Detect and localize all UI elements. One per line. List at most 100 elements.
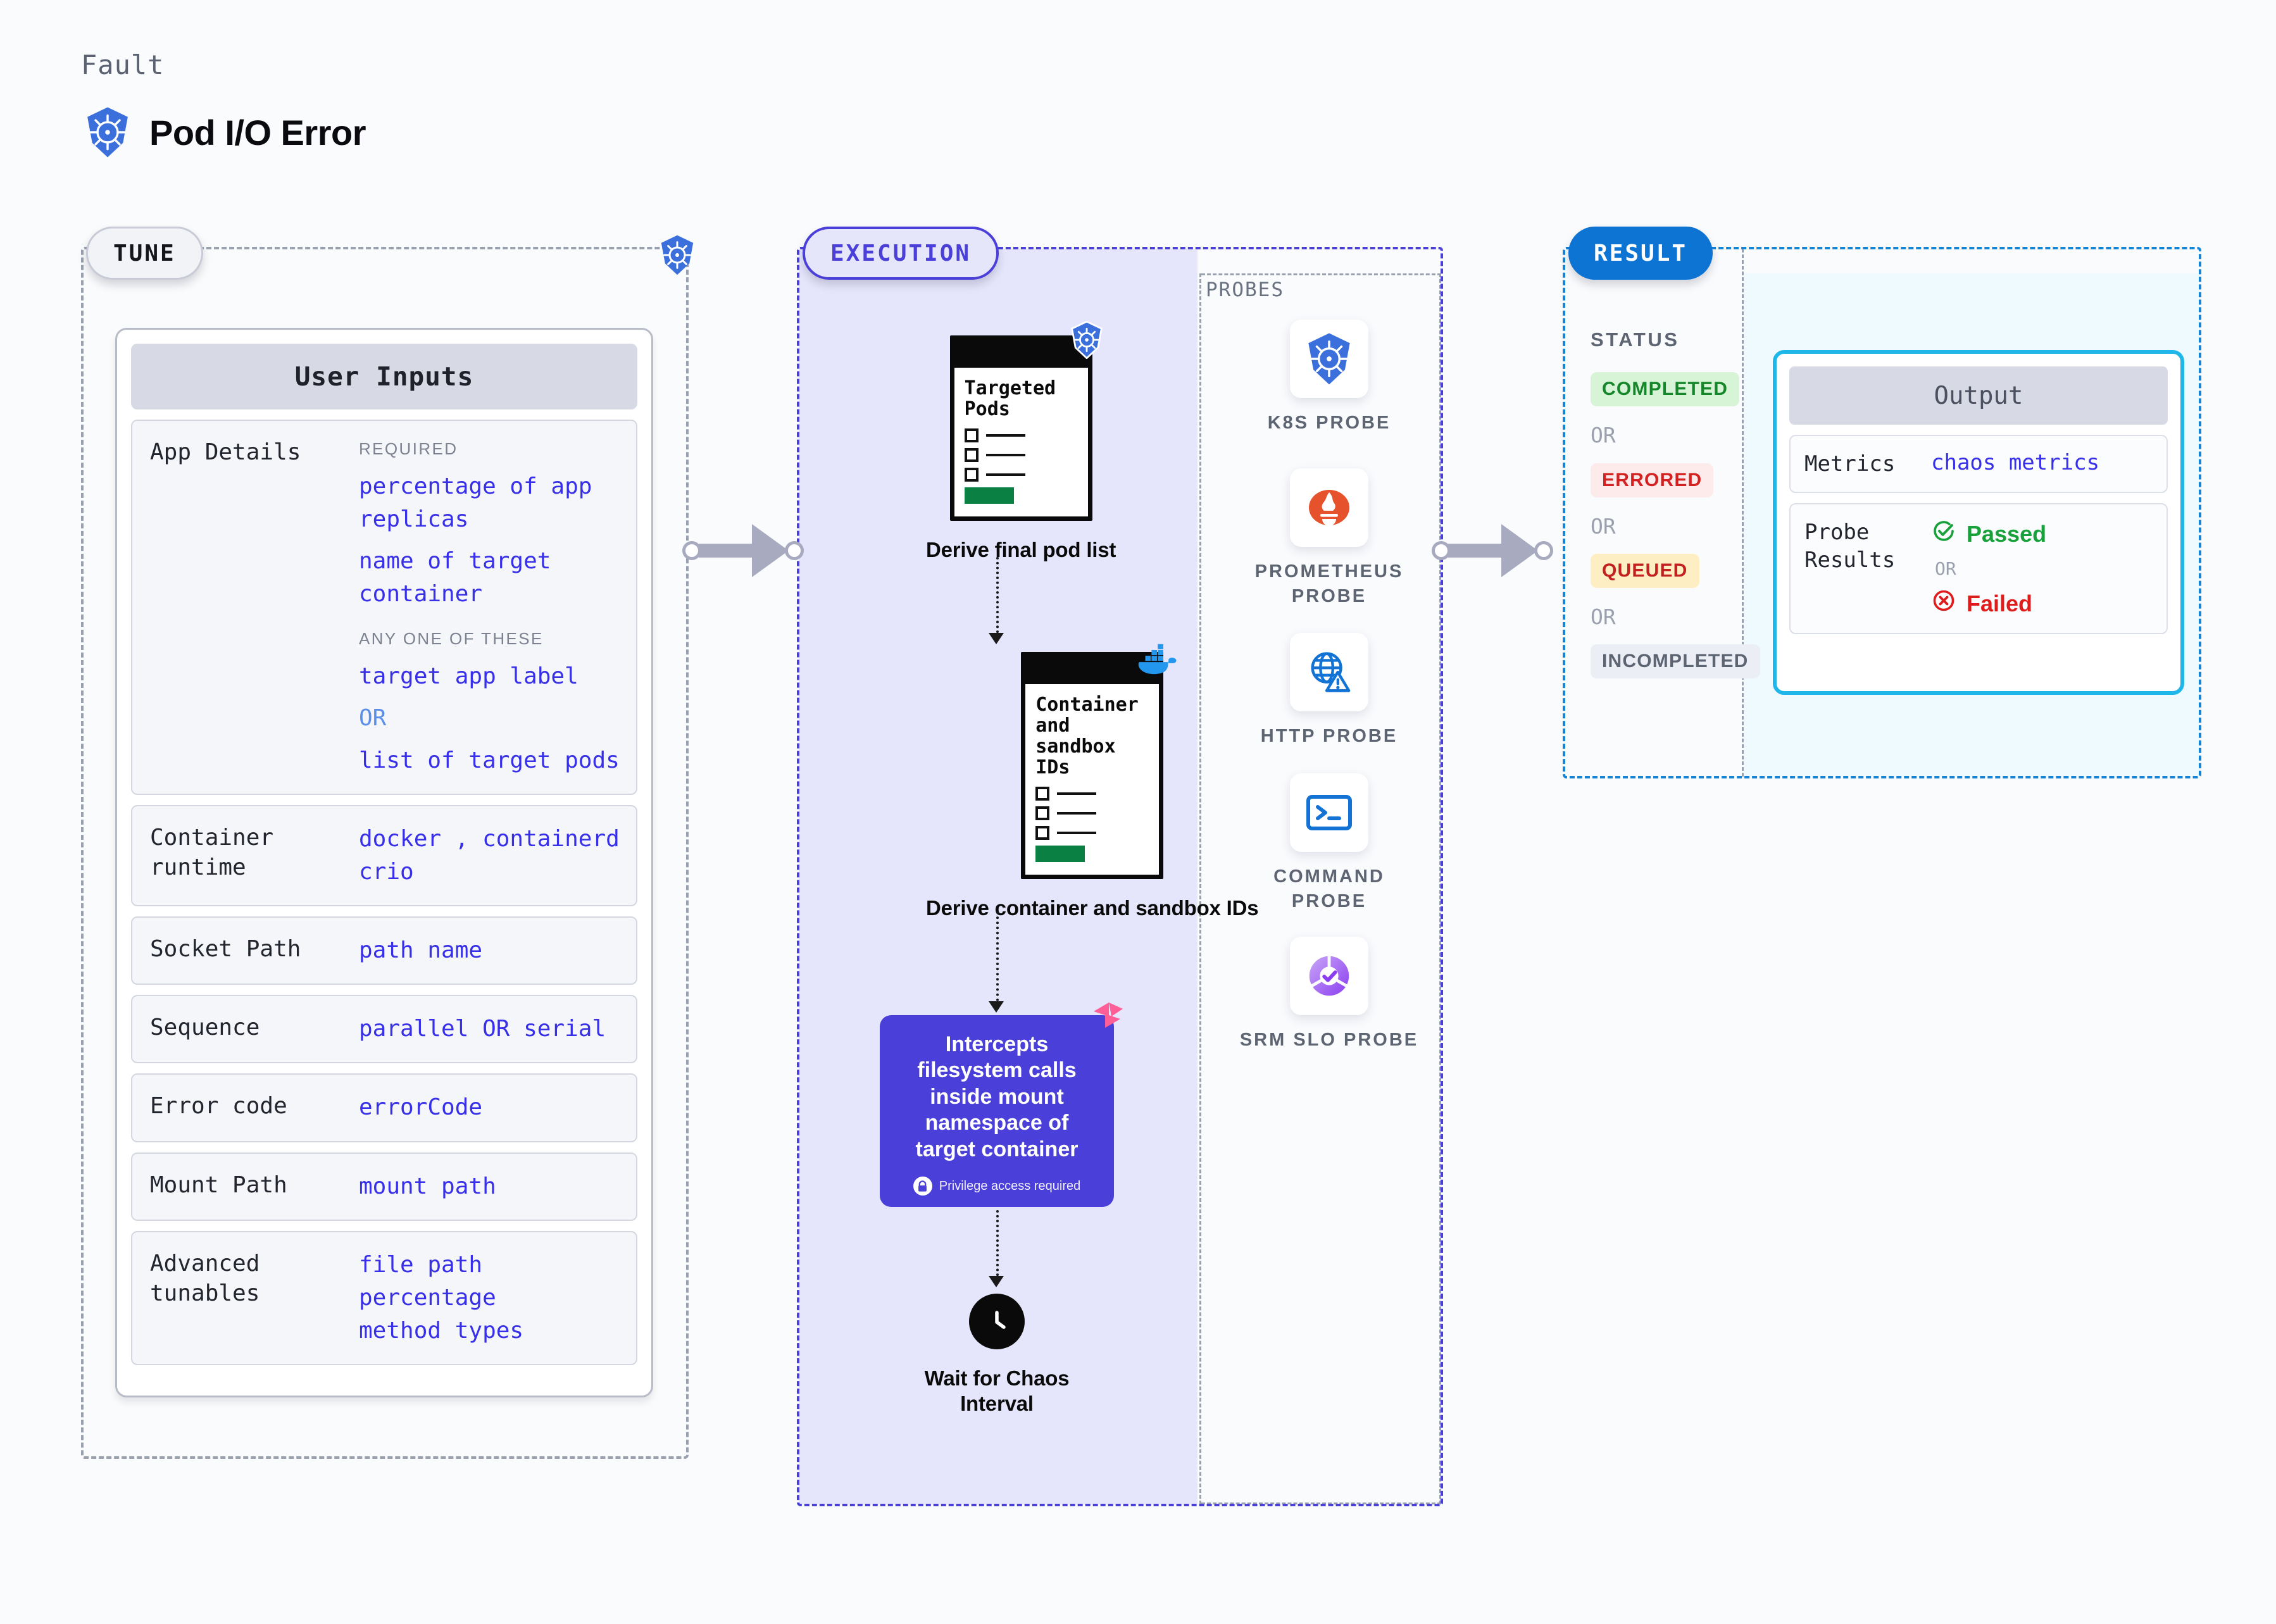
status-or-1: OR <box>1591 423 1616 447</box>
group-heading-anyone: ANY ONE OF THESE <box>359 629 544 649</box>
line-placeholder <box>1057 812 1097 815</box>
probe-item-srm-slo[interactable]: SRM SLO PROBE <box>1234 937 1424 1052</box>
row-label: Socket Path <box>150 936 301 963</box>
connector-tune-to-execution <box>682 524 804 577</box>
passed-label: Passed <box>1966 520 2047 547</box>
kubernetes-icon <box>1069 320 1104 362</box>
checkbox-icon <box>1035 826 1050 840</box>
step-caption: Derive container and sandbox IDs <box>926 896 1259 920</box>
probe-item-prometheus[interactable]: PROMETHEUS PROBE <box>1234 468 1424 609</box>
flow-connector-1 <box>996 557 999 638</box>
input-row-error-code[interactable]: Error code errorCode <box>131 1073 637 1142</box>
kubernetes-icon <box>1290 320 1368 398</box>
status-badge-completed: COMPLETED <box>1591 372 1740 406</box>
output-row-metrics[interactable]: Metrics chaos metrics <box>1789 435 2168 494</box>
probe-label: PROMETHEUS PROBE <box>1254 561 1404 606</box>
connector-execution-to-result <box>1432 524 1553 577</box>
flow-connector-3 <box>996 1210 999 1281</box>
value-item: target app label <box>359 663 578 690</box>
probe-label: COMMAND PROBE <box>1273 866 1385 911</box>
tune-pill[interactable]: TUNE <box>86 227 203 280</box>
probe-result-passed: Passed <box>1931 518 2153 549</box>
execution-step-targeted-pods[interactable]: Targeted Pods Deri <box>926 320 1116 563</box>
connector-dot <box>785 541 804 560</box>
probe-item-command[interactable]: COMMAND PROBE <box>1234 773 1424 914</box>
flow-arrow-2 <box>989 1001 1004 1013</box>
line-placeholder <box>985 454 1025 456</box>
input-row-advanced-tunables[interactable]: Advanced tunables file path percentage m… <box>131 1230 637 1366</box>
status-bar <box>964 487 1014 504</box>
probe-item-k8s[interactable]: K8S PROBE <box>1234 320 1424 435</box>
x-circle-icon <box>1931 588 1956 619</box>
row-value: REQUIRED percentage of app replicas name… <box>359 437 620 777</box>
kubernetes-icon <box>658 234 696 279</box>
row-label: Mount Path <box>150 1171 287 1198</box>
result-status-panel <box>1565 249 1744 777</box>
value-line: file path <box>359 1251 483 1278</box>
prometheus-icon <box>1290 468 1368 547</box>
line-placeholder <box>985 473 1025 476</box>
fault-kicker: Fault <box>81 49 165 80</box>
status-or-3: OR <box>1591 604 1616 629</box>
execution-step-container-sandbox[interactable]: Container and sandbox IDs Der <box>926 644 1259 921</box>
status-badge-incompleted: INCOMPLETED <box>1591 644 1760 678</box>
value-item: list of target pods <box>359 747 620 773</box>
connector-dot <box>1534 541 1553 560</box>
card-title: Container and sandbox IDs <box>1035 694 1139 778</box>
check-circle-icon <box>1931 518 1956 549</box>
tune-section: User Inputs App Details REQUIRED percent… <box>81 247 689 1459</box>
row-label: Container runtime <box>150 824 274 881</box>
row-value: docker , containerd crio <box>359 823 620 889</box>
line-placeholder <box>1057 792 1097 795</box>
output-label: Metrics <box>1804 451 1896 477</box>
execution-action-box[interactable]: Intercepts filesystem calls inside mount… <box>880 1003 1123 1208</box>
docker-icon <box>1134 642 1180 681</box>
input-row-app-details[interactable]: App Details REQUIRED percentage of app r… <box>131 420 637 795</box>
input-row-container-runtime[interactable]: Container runtime docker , containerd cr… <box>131 804 637 907</box>
user-inputs-panel: User Inputs App Details REQUIRED percent… <box>115 328 653 1397</box>
document-card: Targeted Pods <box>949 320 1103 521</box>
output-row-probe-results[interactable]: Probe Results Passed OR <box>1789 503 2168 635</box>
execution-step-wait[interactable]: Wait for Chaos Interval <box>911 1294 1082 1417</box>
clock-icon <box>969 1294 1025 1349</box>
tune-dashed-border <box>81 247 689 1459</box>
output-card: Output Metrics chaos metrics Probe Resul… <box>1773 350 2184 695</box>
status-or-2: OR <box>1591 514 1616 539</box>
status-bar <box>1035 846 1085 862</box>
row-value: parallel OR serial <box>359 1016 606 1042</box>
connector-arrowhead <box>752 524 789 577</box>
flow-arrow-1 <box>989 633 1004 644</box>
row-value: path name <box>359 937 483 964</box>
probe-label: SRM SLO PROBE <box>1239 1030 1419 1050</box>
connector-arrowhead <box>1501 524 1538 577</box>
row-label: Error code <box>150 1093 287 1120</box>
status-badge-errored: ERRORED <box>1591 463 1714 497</box>
checkbox-icon <box>964 468 979 482</box>
terminal-icon <box>1290 773 1368 852</box>
kubernetes-icon <box>84 106 132 158</box>
row-value: file path percentage method types <box>359 1249 620 1348</box>
checkbox-icon <box>1035 787 1050 801</box>
input-row-sequence[interactable]: Sequence parallel OR serial <box>131 995 637 1064</box>
probe-label: K8S PROBE <box>1267 413 1391 433</box>
step-caption: Wait for Chaos Interval <box>924 1366 1070 1416</box>
execution-pill[interactable]: EXECUTION <box>803 227 999 280</box>
lock-icon <box>913 1177 932 1196</box>
value-line: crio <box>359 858 414 885</box>
input-row-mount-path[interactable]: Mount Path mount path <box>131 1152 637 1221</box>
result-pill[interactable]: RESULT <box>1568 227 1713 280</box>
status-label: STATUS <box>1591 328 1680 351</box>
output-value: Passed OR Failed <box>1931 518 2153 619</box>
input-row-socket-path[interactable]: Socket Path path name <box>131 916 637 985</box>
row-label: Sequence <box>150 1015 260 1041</box>
value-line: docker , containerd <box>359 825 620 852</box>
document-header-bar <box>1025 656 1160 684</box>
privilege-note-text: Privilege access required <box>939 1178 1081 1193</box>
value-line: method types <box>359 1318 524 1344</box>
output-label: Probe Results <box>1804 520 1896 573</box>
card-title: Targeted Pods <box>964 377 1056 420</box>
action-text: Intercepts filesystem calls inside mount… <box>915 1032 1079 1161</box>
probe-item-http[interactable]: HTTP PROBE <box>1234 633 1424 749</box>
connector-dot <box>682 541 701 560</box>
